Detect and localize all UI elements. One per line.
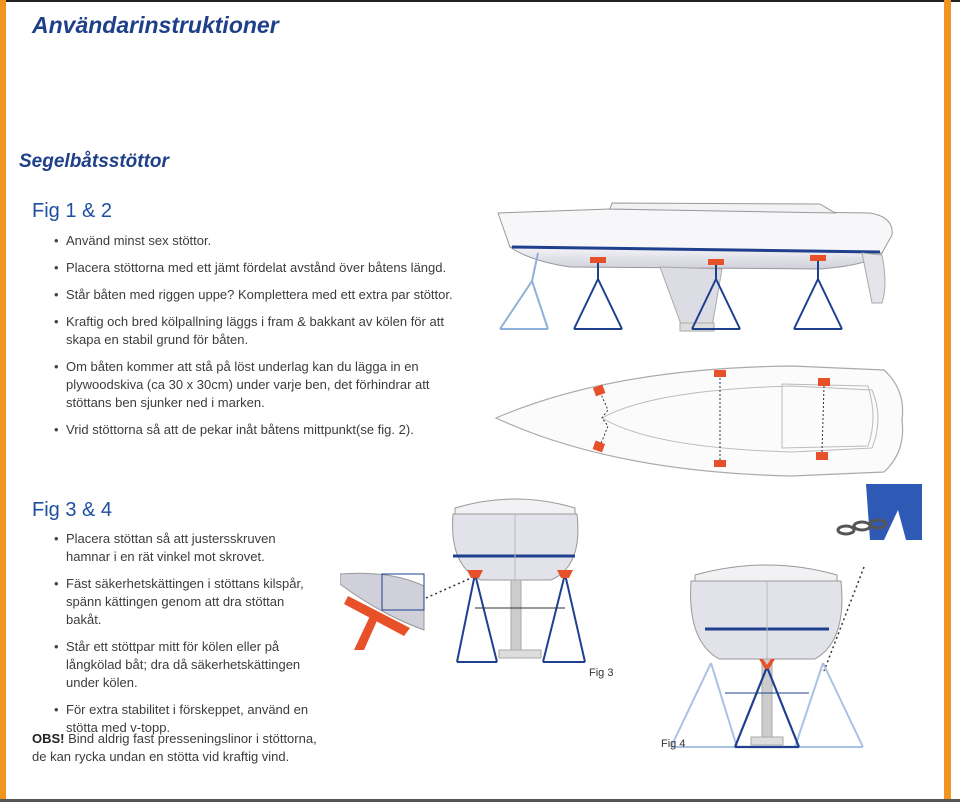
list-item: För extra stabilitet i förskeppet, använ… xyxy=(50,701,320,737)
v-top-stand xyxy=(725,666,809,749)
support-pad xyxy=(708,259,724,265)
support-pad xyxy=(590,257,606,263)
support-pad xyxy=(592,384,606,397)
list-item: Placera stöttorna med ett jämt fördelat … xyxy=(50,259,470,277)
fig4-chain-detail-illustration xyxy=(836,484,922,540)
hull-outline-top xyxy=(494,365,904,477)
chain-line xyxy=(821,385,825,453)
stand xyxy=(456,573,498,663)
stand xyxy=(691,265,741,330)
list-item: Står båten med riggen uppe? Komplettera … xyxy=(50,286,470,304)
hull-rear xyxy=(690,580,843,660)
support-pad xyxy=(592,440,606,453)
stand xyxy=(793,261,843,330)
fig4-rear-view-illustration xyxy=(670,564,864,749)
obs-warning: OBS! Bind aldrig fast presseningslinor i… xyxy=(32,730,322,766)
v-top-pad xyxy=(759,659,775,669)
list-item: Fäst säkerhetskättingen i stöttans kilsp… xyxy=(50,575,320,629)
obs-text: Bind aldrig fast presseningslinor i stöt… xyxy=(32,731,317,764)
obs-label: OBS! xyxy=(32,731,65,746)
fig3-rear-view-illustration xyxy=(452,498,586,663)
keel-block xyxy=(679,322,715,332)
fig4-label: Fig 4 xyxy=(661,738,686,750)
transom xyxy=(694,564,838,582)
fig3-label: Fig 3 xyxy=(589,667,614,679)
support-pad xyxy=(714,370,726,377)
cabin xyxy=(609,202,837,214)
keel xyxy=(510,579,522,651)
keel-block xyxy=(498,649,542,659)
fig34-heading: Fig 3 & 4 xyxy=(32,499,113,521)
support-pad xyxy=(467,570,483,578)
cockpit-outline xyxy=(781,383,874,449)
fig12-bullet-list: Använd minst sex stöttor. Placera stötto… xyxy=(50,232,470,448)
top-border xyxy=(0,0,960,2)
deck-outline-top xyxy=(601,385,879,453)
fig12-heading: Fig 1 & 2 xyxy=(32,200,113,222)
list-item: Står ett stöttpar mitt för kölen eller p… xyxy=(50,638,320,692)
right-orange-border xyxy=(944,0,951,802)
list-item: Placera stöttan så att justersskruven ha… xyxy=(50,530,320,566)
rudder xyxy=(861,252,886,304)
stand xyxy=(670,662,864,748)
stand xyxy=(573,263,623,330)
list-item: Om båten kommer att stå på löst underlag… xyxy=(50,358,470,412)
stand-pair xyxy=(599,391,609,447)
stand-leg-detail xyxy=(354,614,380,650)
chain-icon xyxy=(836,518,888,536)
fig34-bullet-list: Placera stöttan så att justersskruven ha… xyxy=(50,530,320,746)
transom xyxy=(454,498,576,515)
support-pad xyxy=(557,570,573,578)
stand xyxy=(499,252,549,330)
left-orange-border xyxy=(0,0,6,802)
detail-frame xyxy=(381,573,425,611)
page-title: Användarinstruktioner xyxy=(32,12,279,38)
list-item: Vrid stöttorna så att de pekar inåt båte… xyxy=(50,421,470,439)
list-item: Kraftig och bred kölpallning läggs i fra… xyxy=(50,313,470,349)
waterline-stripe xyxy=(511,245,881,254)
bottom-border xyxy=(0,799,960,802)
stand xyxy=(542,573,586,663)
support-pad xyxy=(714,460,726,467)
support-pad xyxy=(810,255,826,261)
fig1-side-view-illustration xyxy=(497,202,893,332)
list-item: Använd minst sex stöttor. xyxy=(50,232,470,250)
stand-head-detail xyxy=(866,484,922,540)
fig2-top-view-illustration xyxy=(494,365,904,477)
detail-pointer xyxy=(823,566,865,672)
support-pad xyxy=(816,452,828,460)
support-pad xyxy=(818,378,830,386)
fig3-detail-illustration xyxy=(340,572,425,650)
keel xyxy=(659,266,723,328)
keel xyxy=(761,658,773,738)
section-title: Segelbåtsstöttor xyxy=(19,151,169,172)
hull-deck xyxy=(497,208,893,254)
keel-block xyxy=(750,736,784,746)
